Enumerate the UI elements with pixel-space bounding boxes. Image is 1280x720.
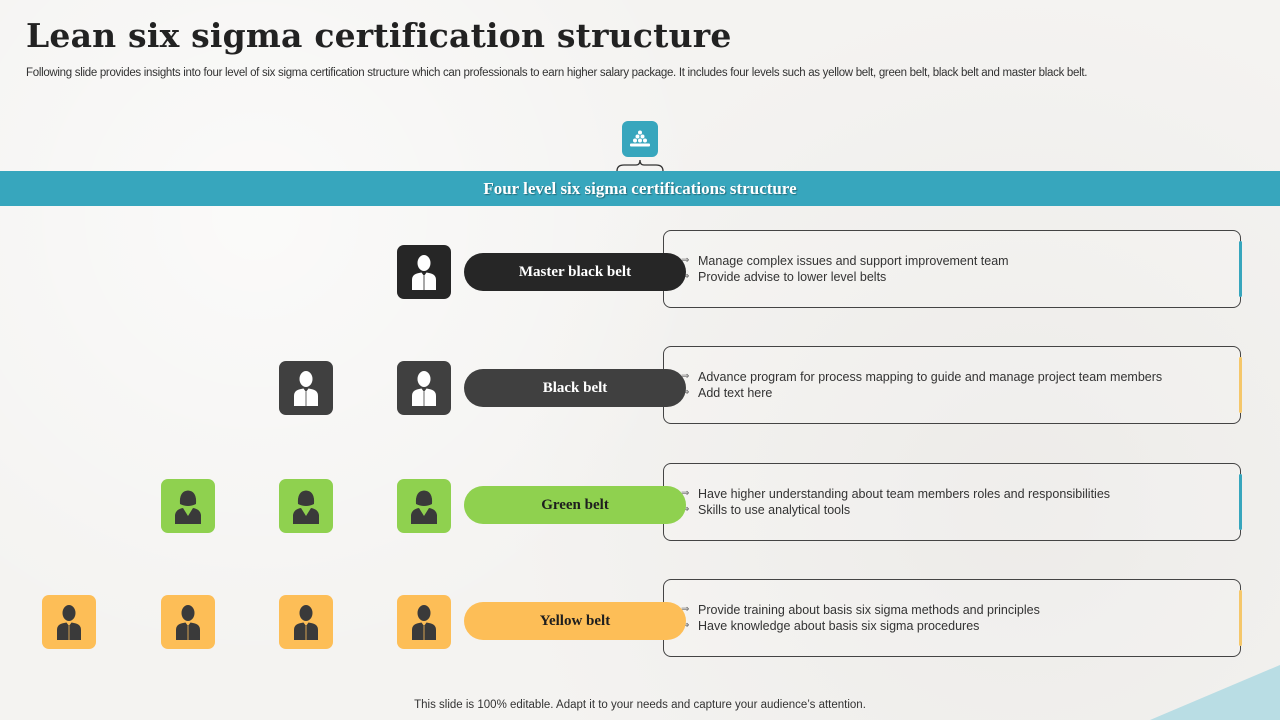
- page-subtitle: Following slide provides insights into f…: [26, 67, 1088, 79]
- accent-bar: [1239, 241, 1242, 297]
- bullet-item: ⇒ Manage complex issues and support impro…: [681, 253, 1009, 269]
- black-belt-description-box: ⇒ Advance program for process mapping to …: [663, 346, 1242, 424]
- bullet-text: Manage complex issues and support improv…: [698, 254, 1009, 268]
- bullet-item: ⇒Skills to use analytical tools: [681, 502, 1110, 518]
- black-belt-label: Black belt: [464, 369, 686, 407]
- banner-title: Four level six sigma certifications stru…: [483, 178, 797, 198]
- bullet-text: Advance program for process mapping to g…: [698, 370, 1163, 384]
- green-belt-person-icon: [397, 479, 451, 533]
- yellow-belt-label: Yellow belt: [464, 602, 686, 640]
- green-belt-person-icon: [279, 479, 333, 533]
- yellow-belt-person-icon: [397, 595, 451, 649]
- bullet-text: Skills to use analytical tools: [698, 503, 851, 517]
- bullet-list: ⇒ Advance program for process mapping to …: [681, 369, 1163, 401]
- yellow-belt-description-box: ⇒ Provide training about basis six sigma …: [663, 579, 1242, 657]
- bullet-list: ⇒ Manage complex issues and support impro…: [681, 253, 1009, 285]
- green-belt-label: Green belt: [464, 486, 686, 524]
- green-belt-description-box: ⇒ Have higher understanding about team me…: [663, 463, 1242, 541]
- yellow-belt-person-icon: [279, 595, 333, 649]
- accent-bar: [1239, 474, 1242, 530]
- bullet-text: Have higher understanding about team mem…: [698, 487, 1111, 501]
- bullet-item: ⇒Have knowledge about basis six sigma pr…: [681, 618, 1040, 634]
- bullet-item: ⇒ Advance program for process mapping to …: [681, 369, 1163, 385]
- yellow-belt-person-icon: [161, 595, 215, 649]
- bullet-list: ⇒ Have higher understanding about team me…: [681, 486, 1111, 518]
- accent-bar: [1239, 590, 1242, 646]
- bullet-item: ⇒Add text here: [681, 385, 1162, 401]
- bullet-text: Have knowledge about basis six sigma pro…: [698, 619, 980, 633]
- bullet-item: ⇒Provide advise to lower level belts: [681, 269, 1009, 285]
- arrow-bullet-icon: ⇒: [681, 604, 690, 615]
- accent-bar: [1239, 357, 1242, 413]
- arrow-bullet-icon: ⇒: [681, 371, 690, 382]
- pyramid-icon: [622, 121, 658, 157]
- bullet-text: Add text here: [698, 386, 773, 400]
- bullet-item: ⇒ Provide training about basis six sigma …: [681, 602, 1040, 618]
- black-belt-person-icon: [279, 361, 333, 415]
- arrow-bullet-icon: ⇒: [681, 255, 690, 266]
- arrow-bullet-icon: ⇒: [681, 488, 690, 499]
- yellow-belt-person-icon: [42, 595, 96, 649]
- bullet-text: Provide training about basis six sigma m…: [698, 603, 1040, 617]
- curly-brace-connector: [616, 159, 664, 172]
- section-banner: Four level six sigma certifications stru…: [0, 171, 1280, 206]
- page-title: Lean six sigma certification structure: [26, 16, 732, 55]
- black-belt-person-icon: [397, 361, 451, 415]
- bullet-item: ⇒ Have higher understanding about team me…: [681, 486, 1111, 502]
- master-black-belt-person-icon: [397, 245, 451, 299]
- corner-decoration: [1150, 665, 1280, 720]
- green-belt-person-icon: [161, 479, 215, 533]
- master-black-belt-label: Master black belt: [464, 253, 686, 291]
- bullet-list: ⇒ Provide training about basis six sigma …: [681, 602, 1040, 634]
- master-black-belt-description-box: ⇒ Manage complex issues and support impro…: [663, 230, 1242, 308]
- footer-note: This slide is 100% editable. Adapt it to…: [414, 699, 866, 711]
- bullet-text: Provide advise to lower level belts: [698, 270, 887, 284]
